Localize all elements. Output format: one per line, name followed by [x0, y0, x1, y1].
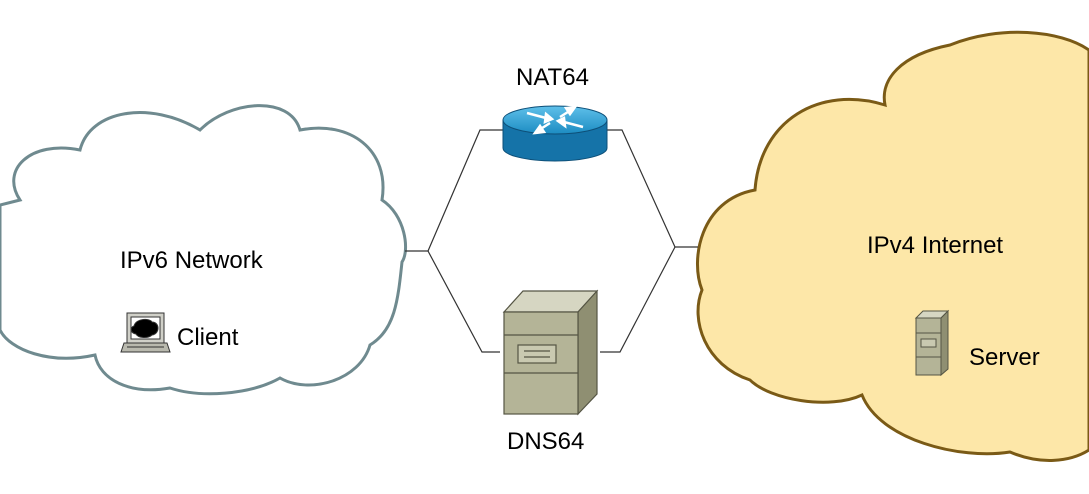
- ipv4-internet-label: IPv4 Internet: [867, 232, 1004, 259]
- ipv4-cloud: [695, 30, 1089, 462]
- link-dns64-to-ipv4: [600, 246, 676, 353]
- link-ipv6-to-nat64: [405, 129, 505, 252]
- link-ipv6-to-dns64: [427, 250, 500, 353]
- ipv6-cloud: [0, 104, 407, 396]
- server-label: Server: [969, 344, 1040, 371]
- connection-lines: [405, 129, 698, 353]
- dns64-label: DNS64: [507, 428, 585, 455]
- server-icon: [914, 309, 950, 377]
- client-label: Client: [177, 324, 239, 351]
- ipv6-network-label: IPv6 Network: [120, 247, 263, 274]
- computer-icon: [120, 312, 171, 353]
- link-nat64-to-ipv4: [606, 129, 698, 248]
- dns64-server-icon: [502, 289, 599, 416]
- nat64-label: NAT64: [516, 64, 589, 91]
- router-icon: [502, 105, 608, 162]
